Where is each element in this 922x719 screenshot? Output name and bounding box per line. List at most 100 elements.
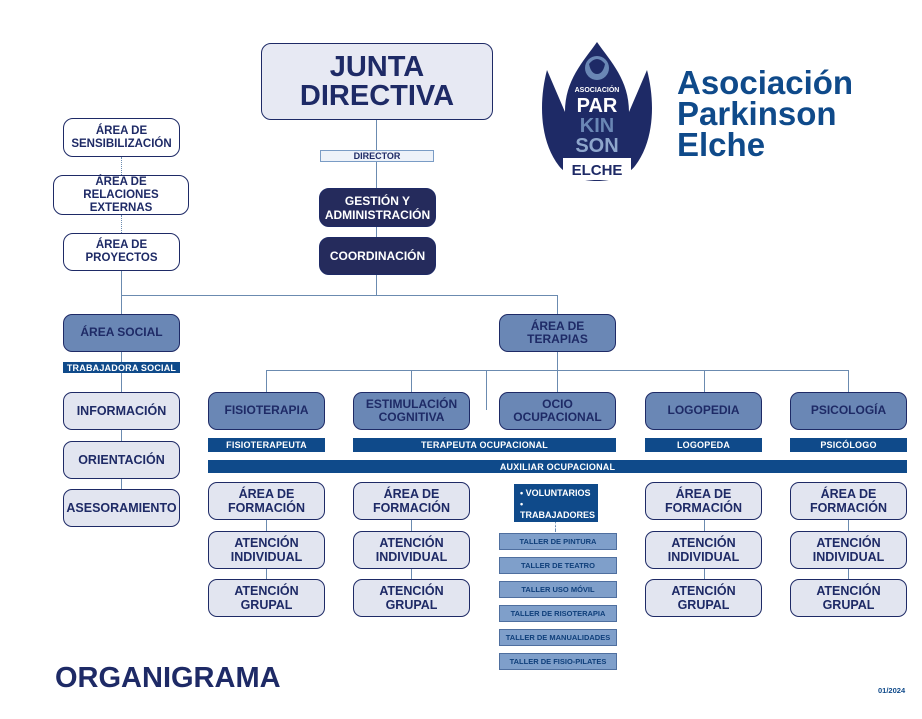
taller-uso-movil-label: TALLER USO MÓVIL bbox=[521, 585, 595, 594]
logo-elche: ELCHE bbox=[572, 162, 623, 179]
gestion-box: GESTIÓN Y ADMINISTRACIÓN bbox=[319, 188, 436, 227]
logo-formacion-line-1: ÁREA DE bbox=[675, 487, 732, 501]
relaciones-line-1: ÁREA DE bbox=[95, 175, 147, 188]
connector-dotted-1 bbox=[121, 157, 122, 175]
logopedia-label: LOGOPEDIA bbox=[667, 403, 740, 418]
junta-line-2: DIRECTIVA bbox=[299, 79, 455, 112]
estim-formacion-line-2: FORMACIÓN bbox=[372, 501, 451, 515]
fisioterapeuta-label: FISIOTERAPEUTA bbox=[226, 440, 307, 450]
connector-junta-director bbox=[376, 120, 377, 150]
logo-individual-line-1: ATENCIÓN bbox=[671, 536, 736, 550]
connector-fisio bbox=[266, 370, 267, 392]
estim-grupal-line-1: ATENCIÓN bbox=[379, 584, 444, 598]
connector-terapias-up bbox=[557, 295, 558, 314]
connector-director-gestion bbox=[376, 162, 377, 188]
logo: ASOCIACIÓN PAR KIN SON ELCHE bbox=[535, 40, 660, 192]
taller-fisio-pilates: TALLER DE FISIO-PILATES bbox=[499, 653, 617, 670]
logo-asociacion: ASOCIACIÓN bbox=[575, 85, 620, 94]
brand-line-2: Parkinson bbox=[677, 95, 837, 132]
connector-gestion-coordinacion bbox=[376, 227, 377, 237]
psicologia-box: PSICOLOGÍA bbox=[790, 392, 907, 430]
area-sensibilizacion-box: ÁREA DE SENSIBILIZACIÓN bbox=[63, 118, 180, 157]
relaciones-line-2: RELACIONES EXTERNAS bbox=[83, 188, 159, 214]
fisioterapia-box: FISIOTERAPIA bbox=[208, 392, 325, 430]
taller-pintura: TALLER DE PINTURA bbox=[499, 533, 617, 550]
logo-par: PAR bbox=[577, 95, 618, 117]
connector-psico bbox=[848, 370, 849, 392]
informacion-label: INFORMACIÓN bbox=[76, 404, 167, 418]
voluntarios-line-2: • TRABAJADORES bbox=[520, 499, 596, 520]
connector-ocio-left bbox=[486, 370, 487, 410]
connector-terapias-down bbox=[557, 352, 558, 370]
taller-uso-movil: TALLER USO MÓVIL bbox=[499, 581, 617, 598]
connector-left-column bbox=[121, 271, 122, 315]
voluntarios-line-3: • SOCIOS bbox=[520, 521, 561, 531]
orientacion-box: ORIENTACIÓN bbox=[63, 441, 180, 479]
psicologia-label: PSICOLOGÍA bbox=[810, 403, 887, 418]
logo-formacion-line-2: FORMACIÓN bbox=[664, 501, 743, 515]
connector-ocio bbox=[557, 370, 558, 392]
asesoramiento-label: ASESORAMIENTO bbox=[66, 501, 177, 515]
logopeda-label: LOGOPEDA bbox=[676, 440, 731, 450]
asesoramiento-box: ASESORAMIENTO bbox=[63, 489, 180, 527]
sensibilizacion-line-1: ÁREA DE bbox=[95, 124, 148, 137]
psico-grupal-line-1: ATENCIÓN bbox=[816, 584, 881, 598]
junta-line-1: JUNTA bbox=[329, 50, 425, 83]
fisio-grupal-line-2: GRUPAL bbox=[240, 598, 293, 612]
estimulacion-line-2: COGNITIVA bbox=[378, 410, 445, 424]
fisio-formacion-line-1: ÁREA DE bbox=[238, 487, 295, 501]
connector-main-horizontal bbox=[121, 295, 558, 296]
taller-teatro-label: TALLER DE TEATRO bbox=[521, 561, 595, 570]
estimulacion-line-1: ESTIMULACIÓN bbox=[365, 396, 458, 411]
gestion-line-2: ADMINISTRACIÓN bbox=[324, 207, 431, 222]
parkinson-drop-logo: ASOCIACIÓN PAR KIN SON ELCHE bbox=[542, 42, 652, 181]
connector-estim bbox=[411, 370, 412, 392]
gestion-line-1: GESTIÓN Y bbox=[344, 193, 411, 208]
connector-dotted-2 bbox=[121, 215, 122, 233]
estim-individual-line-2: INDIVIDUAL bbox=[375, 550, 448, 564]
fisio-grupal-line-1: ATENCIÓN bbox=[234, 584, 299, 598]
trabajadora-social-bar: TRABAJADORA SOCIAL bbox=[63, 362, 180, 373]
auxiliar-ocupacional-bar: AUXILIAR OCUPACIONAL bbox=[208, 460, 907, 473]
taller-pintura-label: TALLER DE PINTURA bbox=[519, 537, 597, 546]
coordinacion-box: COORDINACIÓN bbox=[319, 237, 436, 275]
brand-line-3: Elche bbox=[677, 126, 766, 163]
terapeuta-ocupacional-label: TERAPEUTA OCUPACIONAL bbox=[420, 440, 549, 450]
director-label: DIRECTOR bbox=[353, 151, 401, 161]
ocio-line-1: OCIO bbox=[542, 396, 573, 411]
logo-grupal-line-2: GRUPAL bbox=[677, 598, 730, 612]
area-terapias-box: ÁREA DE TERAPIAS bbox=[499, 314, 616, 352]
informacion-box: INFORMACIÓN bbox=[63, 392, 180, 430]
fisio-individual-line-2: INDIVIDUAL bbox=[230, 550, 303, 564]
director-tag: DIRECTOR bbox=[320, 150, 434, 162]
area-relaciones-box: ÁREA DE RELACIONES EXTERNAS bbox=[53, 175, 189, 215]
logopeda-bar: LOGOPEDA bbox=[645, 438, 762, 452]
estim-formacion-line-1: ÁREA DE bbox=[383, 487, 440, 501]
date-label: 01/2024 bbox=[878, 686, 906, 695]
taller-risoterapia-label: TALLER DE RISOTERAPIA bbox=[510, 609, 606, 618]
orientacion-label: ORIENTACIÓN bbox=[78, 453, 165, 467]
taller-risoterapia: TALLER DE RISOTERAPIA bbox=[499, 605, 617, 622]
estim-individual-line-1: ATENCIÓN bbox=[379, 536, 444, 550]
brand-name: Asociación Parkinson Elche bbox=[677, 66, 917, 163]
ocio-line-2: OCUPACIONAL bbox=[513, 410, 602, 424]
trabajadora-social-label: TRABAJADORA SOCIAL bbox=[66, 362, 177, 373]
logopedia-box: LOGOPEDIA bbox=[645, 392, 762, 430]
connector-logo bbox=[704, 370, 705, 392]
psico-grupal-line-2: GRUPAL bbox=[822, 598, 875, 612]
taller-teatro: TALLER DE TEATRO bbox=[499, 557, 617, 574]
fisio-individual-line-1: ATENCIÓN bbox=[234, 536, 299, 550]
terapeuta-ocupacional-bar: TERAPEUTA OCUPACIONAL bbox=[353, 438, 616, 452]
taller-manualidades: TALLER DE MANUALIDADES bbox=[499, 629, 617, 646]
logo-grupal-line-1: ATENCIÓN bbox=[671, 584, 736, 598]
